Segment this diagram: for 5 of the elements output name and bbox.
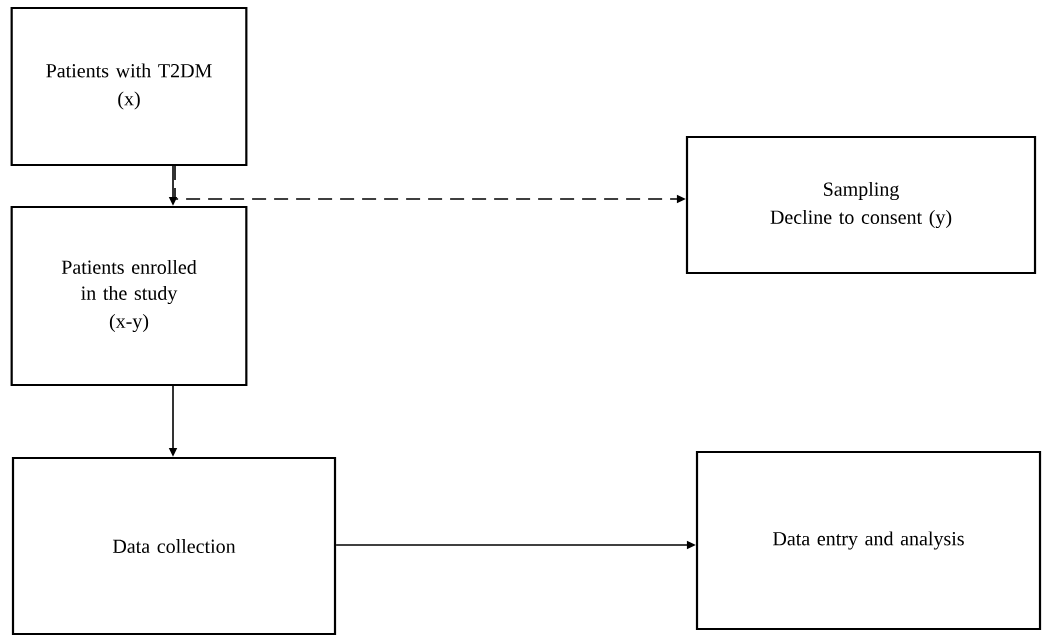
process-box: Sampling Decline to consent (y)	[685, 135, 1037, 275]
process-box: Patients with T2DM (x)	[10, 6, 248, 167]
process-box: Data collection	[11, 456, 337, 636]
process-box: Data entry and analysis	[695, 450, 1042, 631]
process-box: Patients enrolled in the study (x-y)	[10, 205, 248, 387]
